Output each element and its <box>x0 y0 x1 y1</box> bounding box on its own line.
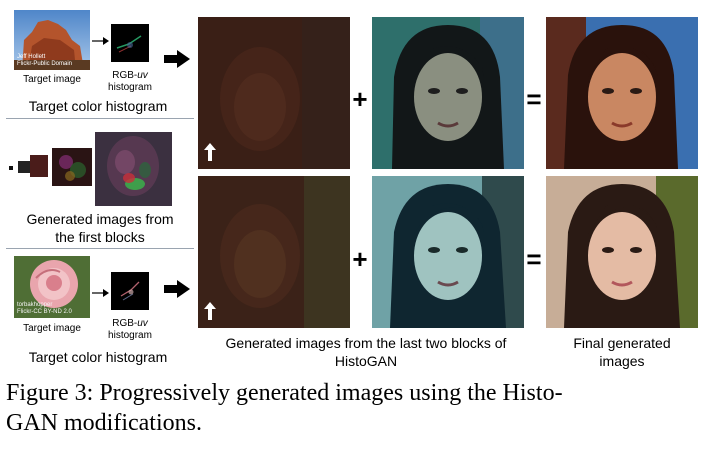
divider-top <box>6 118 194 119</box>
arrow-right-icon <box>164 280 190 298</box>
divider-bottom <box>6 248 194 249</box>
arrow-up-icon <box>204 302 216 320</box>
first-block-32x32 <box>52 148 92 186</box>
plus-operator-top: + <box>352 84 368 114</box>
target-image-label-top: Target image <box>23 74 81 85</box>
photo-credit-canyon: Jeff Hollett Flickr-Public Domain <box>17 54 73 67</box>
target-image-rose: torbakhopper Flickr-CC BY-ND 2.0 <box>14 256 90 318</box>
final-image-bottom <box>546 176 698 328</box>
final-image-top <box>546 17 698 169</box>
section-label-bottom: Target color histogram <box>28 349 168 365</box>
equals-operator-top: = <box>526 84 542 114</box>
first-blocks-label: Generated images from the first blocks <box>26 211 174 245</box>
section-label-top: Target color histogram <box>28 98 168 114</box>
uv-histogram-top <box>111 24 149 62</box>
uv-histogram-bottom <box>111 272 149 310</box>
last-block-output-top <box>198 17 350 169</box>
histogram-label-bottom: RGB-uv histogram <box>108 318 152 341</box>
equals-operator-bottom: = <box>526 244 542 274</box>
residual-face-top <box>372 17 524 169</box>
first-block-64x64 <box>95 132 172 206</box>
last-block-output-bottom <box>198 176 350 328</box>
generated-column-label: Generated images from the last two block… <box>225 335 507 369</box>
arrow-right-icon <box>92 289 109 297</box>
first-block-8x8 <box>18 161 30 173</box>
residual-face-bottom <box>372 176 524 328</box>
first-block-16x16 <box>30 155 48 177</box>
first-block-4x4 <box>9 166 13 170</box>
target-image-canyon: Jeff Hollett Flickr-Public Domain <box>14 10 90 70</box>
photo-credit-rose: torbakhopper Flickr-CC BY-ND 2.0 <box>17 302 72 315</box>
arrow-right-icon <box>164 50 190 68</box>
arrow-right-icon <box>92 37 109 45</box>
final-column-label: Final generated images <box>573 335 671 369</box>
plus-operator-bottom: + <box>352 244 368 274</box>
target-image-label-bottom: Target image <box>23 323 81 334</box>
figure-caption: Figure 3: Progressively generated images… <box>6 380 563 436</box>
histogram-label-top: RGB-uv histogram <box>108 70 152 93</box>
arrow-up-icon <box>204 143 216 161</box>
